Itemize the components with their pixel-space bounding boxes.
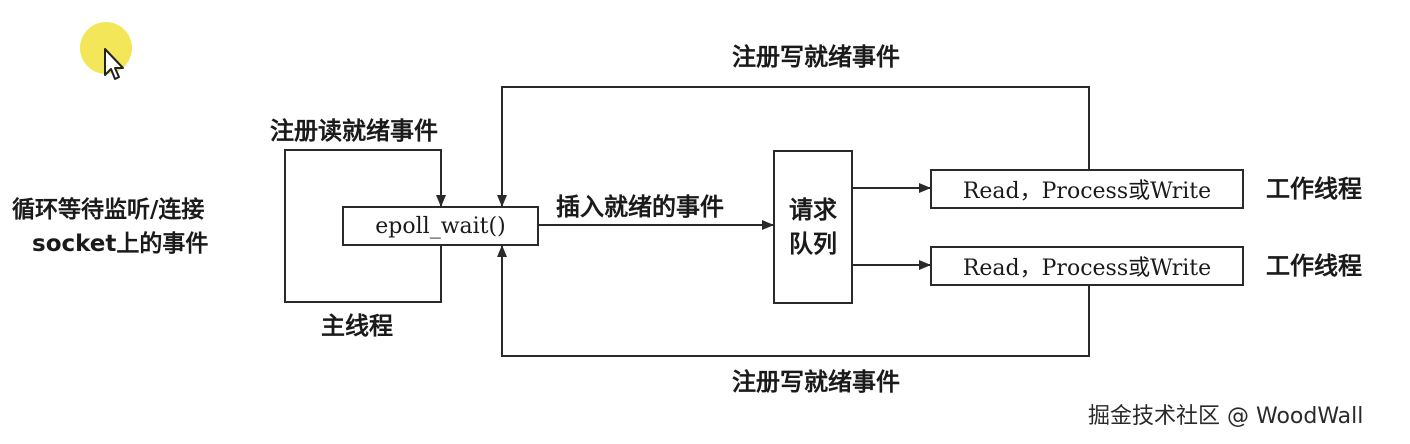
epoll-wait-label: epoll_wait() [375, 213, 506, 239]
register-write-top-path [497, 86, 1090, 207]
worker-task-label-1: Read，Process或Write [962, 179, 1212, 204]
request-queue-label-line1: 请求 [789, 196, 837, 224]
epoll-wait-box: epoll_wait() [342, 206, 539, 246]
worker-thread-label-2: 工作线程 [1266, 252, 1362, 280]
register-write-bottom-path [497, 245, 1090, 357]
loop-wait-label-line2: socket上的事件 [32, 231, 209, 257]
request-queue-label-line2: 队列 [789, 230, 837, 258]
register-write-top-label: 注册写就绪事件 [732, 43, 900, 71]
worker-task-box-1: Read，Process或Write [930, 169, 1244, 209]
loop-wait-label-line1: 循环等待监听/连接 [12, 197, 205, 223]
worker-task-box-2: Read，Process或Write [930, 246, 1244, 286]
main-thread-loop-path [284, 149, 446, 303]
worker-thread-label-1: 工作线程 [1266, 175, 1362, 203]
worker-task-label-2: Read，Process或Write [962, 256, 1212, 281]
insert-ready-events-label: 插入就绪的事件 [556, 193, 724, 221]
register-read-label: 注册读就绪事件 [270, 117, 438, 145]
request-queue-box: 请求 队列 [773, 150, 853, 304]
main-thread-label: 主线程 [321, 312, 393, 340]
register-write-bottom-label: 注册写就绪事件 [732, 368, 900, 396]
mouse-pointer-icon [104, 48, 124, 80]
watermark: 掘金技术社区 @ WoodWall [1088, 404, 1364, 429]
